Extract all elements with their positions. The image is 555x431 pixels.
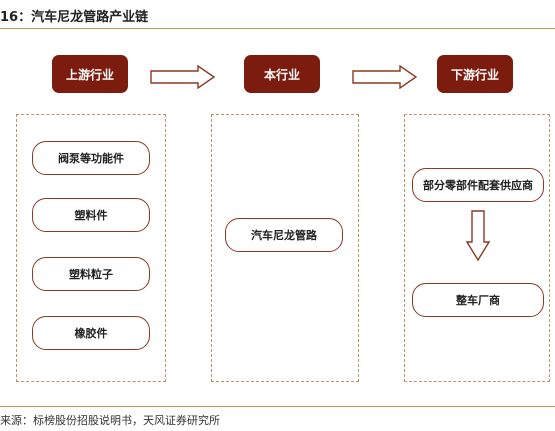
figure-title: 16：汽车尼龙管路产业链 — [0, 10, 149, 25]
down-arrow-icon — [466, 210, 490, 262]
industry-header: 本行业 — [244, 55, 320, 93]
industry-item: 汽车尼龙管路 — [225, 218, 343, 252]
downstream-header: 下游行业 — [437, 55, 513, 93]
upstream-item: 塑料粒子 — [32, 257, 150, 291]
upstream-group — [16, 114, 166, 382]
right-arrow-icon — [150, 65, 216, 89]
footer-rule — [0, 406, 555, 407]
upstream-item: 阀泵等功能件 — [32, 141, 150, 175]
right-arrow-icon — [352, 65, 418, 89]
upstream-item: 橡胶件 — [32, 316, 150, 350]
upstream-item: 塑料件 — [32, 198, 150, 232]
downstream-item-top: 部分零部件配套供应商 — [412, 168, 544, 202]
downstream-group — [404, 114, 550, 382]
upstream-header: 上游行业 — [52, 55, 128, 93]
downstream-item-bottom: 整车厂商 — [412, 283, 544, 317]
source-note: 来源：标榜股份招股说明书，天风证券研究所 — [0, 414, 220, 427]
title-rule — [0, 28, 555, 29]
industry-group — [211, 114, 359, 382]
